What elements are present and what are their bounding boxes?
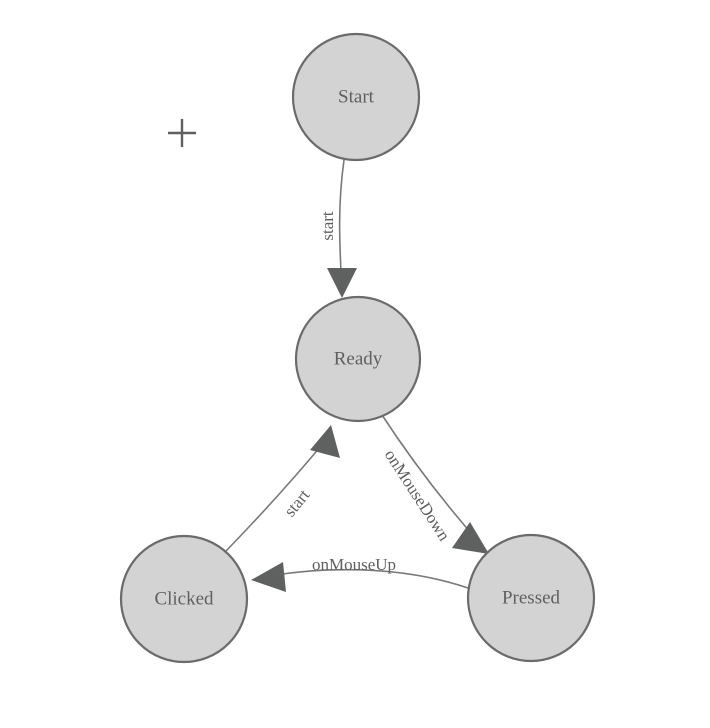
node-label: Clicked	[154, 588, 214, 609]
node-label: Ready	[334, 348, 383, 369]
node-circle[interactable]	[294, 295, 422, 423]
edge-line	[224, 439, 327, 553]
node-label: Start	[338, 86, 375, 107]
node-circle[interactable]	[119, 534, 249, 664]
node-circle[interactable]	[291, 32, 421, 162]
edge-start-to-ready[interactable]: start	[318, 159, 357, 298]
arrow-head-icon	[327, 268, 357, 298]
arrow-head-icon	[310, 425, 340, 458]
marker-layer	[168, 119, 196, 147]
node-clicked[interactable]: Clicked	[119, 534, 249, 664]
edge-label: start	[280, 485, 313, 520]
arrow-head-icon	[251, 562, 286, 592]
edge-label: onMouseDown	[381, 446, 454, 545]
node-label: Pressed	[502, 587, 561, 608]
edge-ready-to-pressed[interactable]: onMouseDown	[381, 414, 489, 554]
arrow-head-icon	[452, 522, 489, 554]
edge-pressed-to-clicked[interactable]: onMouseUp	[251, 555, 469, 592]
crosshair-icon	[168, 119, 196, 147]
edge-label: onMouseUp	[312, 555, 396, 574]
node-ready[interactable]: Ready	[294, 295, 422, 423]
node-circle[interactable]	[466, 533, 596, 663]
edge-label: start	[318, 211, 337, 241]
edge-clicked-to-ready[interactable]: start	[224, 425, 340, 553]
node-start[interactable]: Start	[291, 32, 421, 162]
node-pressed[interactable]: Pressed	[466, 533, 596, 663]
